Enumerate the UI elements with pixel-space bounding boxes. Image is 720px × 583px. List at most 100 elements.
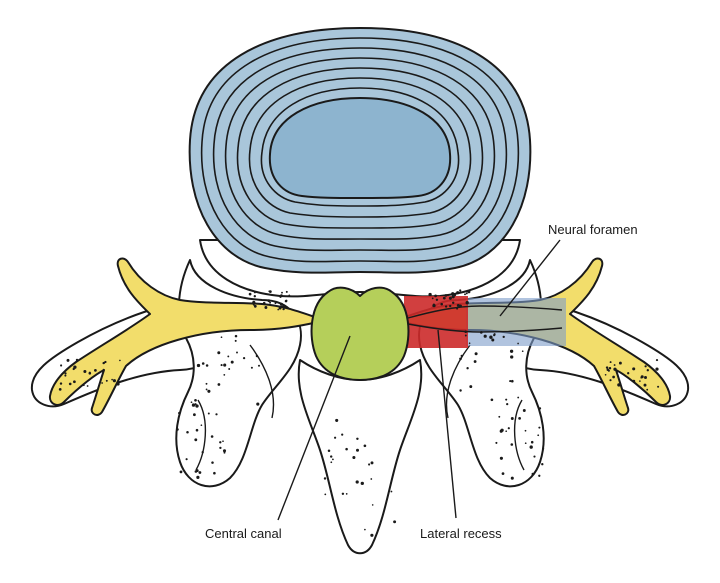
stipple-dot — [467, 290, 471, 294]
stipple-dot — [522, 409, 526, 412]
stipple-dot — [518, 417, 521, 420]
stipple-dot — [498, 415, 501, 418]
stipple-dot — [104, 360, 107, 364]
lateral-recess-label: Lateral recess — [420, 526, 502, 541]
stipple-dot — [190, 401, 193, 404]
stipple-dot — [613, 367, 617, 371]
stipple-dot — [434, 294, 437, 298]
stipple-dot — [201, 362, 205, 365]
stipple-dot — [252, 301, 256, 305]
stipple-dot — [352, 455, 356, 460]
stipple-dot — [444, 294, 448, 297]
stipple-dot — [102, 368, 105, 371]
stipple-dot — [73, 380, 76, 384]
left-facet-contour — [249, 344, 275, 419]
right-facet-contour — [445, 344, 471, 419]
stipple-dot — [60, 364, 63, 367]
neural-foramen-label: Neural foramen — [548, 222, 638, 237]
stipple-dot — [198, 471, 202, 474]
stipple-dot — [223, 363, 227, 367]
stipple-dot — [444, 305, 448, 308]
stipple-dot — [330, 461, 333, 464]
stipple-dot — [440, 302, 443, 306]
stipple-dot — [285, 290, 288, 293]
stipple-dot — [613, 364, 616, 366]
stipple-dot — [324, 493, 327, 496]
neural-foramen-leader — [499, 239, 561, 317]
stipple-dot — [459, 304, 462, 308]
stipple-dot — [521, 350, 524, 353]
stipple-dot — [363, 444, 367, 448]
stipple-dot — [281, 291, 283, 294]
stipple-dot — [223, 374, 226, 376]
stipple-dot — [83, 369, 87, 374]
stipple-dot — [196, 475, 200, 479]
stipple-dot — [499, 456, 503, 460]
stipple-dot — [194, 470, 198, 473]
stipple-dot — [604, 373, 607, 376]
stipple-dot — [393, 520, 397, 524]
stipple-dot — [345, 447, 348, 451]
stipple-dot — [469, 385, 473, 389]
stipple-dot — [465, 301, 469, 305]
stipple-dot — [356, 448, 359, 452]
stipple-dot — [370, 461, 374, 465]
stipple-dot — [632, 379, 636, 383]
stipple-dot — [227, 355, 230, 358]
stipple-dot — [332, 458, 334, 461]
stipple-dot — [456, 303, 460, 307]
stipple-dot — [517, 396, 520, 399]
stipple-dot — [284, 299, 288, 303]
stipple-dot — [432, 303, 436, 308]
stipple-dot — [390, 490, 393, 493]
stipple-dot — [452, 301, 455, 304]
stipple-dot — [507, 427, 510, 430]
nucleus-pulposus — [268, 97, 452, 199]
stipple-dot — [431, 297, 434, 300]
stipple-dot — [607, 369, 610, 372]
stipple-dot — [517, 342, 519, 345]
stipple-dot — [194, 438, 198, 442]
stipple-dot — [205, 364, 209, 367]
stipple-dot — [195, 404, 199, 408]
bone-stippling — [58, 289, 660, 537]
stipple-dot — [511, 379, 514, 383]
stipple-dot — [537, 434, 540, 437]
stipple-dot — [185, 458, 188, 461]
stipple-dot — [449, 304, 452, 308]
stipple-dot — [73, 365, 77, 369]
stipple-dot — [655, 359, 659, 362]
stipple-dot — [119, 359, 121, 362]
stipple-dot — [442, 296, 446, 300]
stipple-dot — [502, 335, 505, 339]
stipple-dot — [609, 379, 612, 382]
stipple-dot — [248, 292, 252, 296]
stipple-dot — [459, 357, 462, 361]
stipple-dot — [64, 372, 67, 375]
stipple-dot — [505, 430, 508, 433]
stipple-dot — [194, 398, 197, 402]
stipple-dot — [222, 440, 224, 443]
stipple-dot — [178, 411, 181, 415]
stipple-dot — [220, 364, 223, 367]
stipple-dot — [510, 355, 514, 359]
stipple-dot — [323, 477, 327, 480]
stipple-dot — [234, 339, 237, 342]
right-lamina-contour — [513, 399, 525, 471]
central-canal-leader — [277, 335, 351, 521]
stipple-dot — [250, 366, 253, 369]
stipple-dot — [86, 385, 89, 387]
stipple-dot — [639, 380, 641, 382]
stipple-dot — [524, 442, 527, 445]
stipple-dot — [207, 389, 211, 393]
stipple-dot — [257, 364, 261, 367]
stipple-dot — [491, 338, 495, 342]
stipple-dot — [451, 292, 455, 296]
stipple-dot — [479, 331, 483, 334]
stipple-dot — [111, 378, 113, 381]
stipple-dot — [364, 528, 366, 531]
stipple-dot — [242, 356, 246, 360]
stipple-dot — [464, 293, 466, 296]
stipple-dot — [195, 428, 199, 432]
